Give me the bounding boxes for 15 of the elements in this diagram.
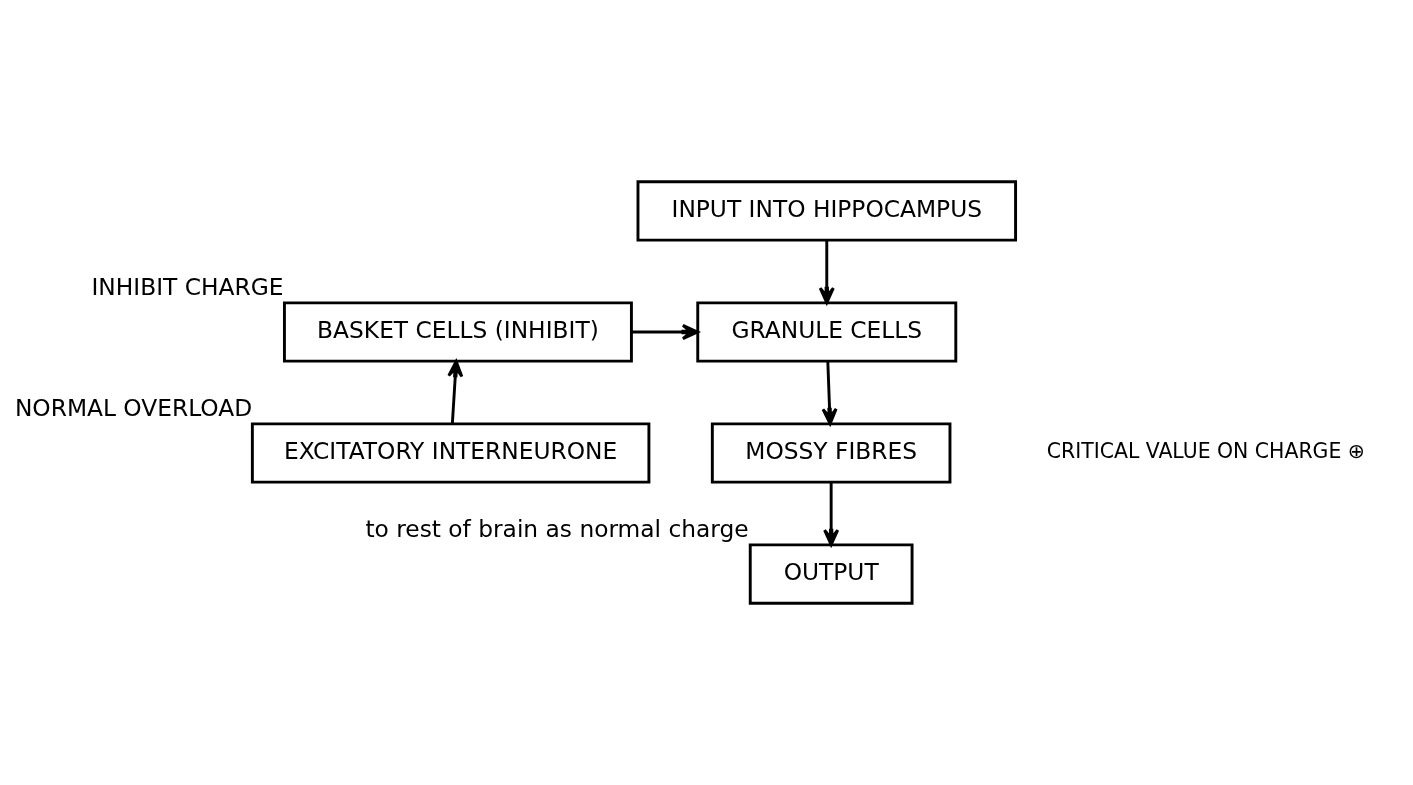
node-box: BASKET CELLS (INHIBIT) [282,301,633,363]
node-box: MOSSY FIBRES [710,422,952,484]
node-box: OUTPUT [748,543,914,605]
arrow [818,240,835,305]
node-box: EXCITATORY INTERNEURONE [250,422,651,484]
node-box: INPUT INTO HIPPOCAMPUS [636,180,1018,242]
arrow [631,324,699,340]
node-label: NORMAL OVERLOAD [14,394,253,422]
node-label: INHIBIT CHARGE [91,273,284,301]
label: CRITICAL VALUE ON CHARGE ⊕ [1046,439,1365,464]
arrow [823,482,840,547]
node-label: to rest of brain as normal charge [365,515,749,543]
arrow [447,360,464,424]
node-box: GRANULE CELLS [696,301,958,363]
arrow [821,361,838,426]
